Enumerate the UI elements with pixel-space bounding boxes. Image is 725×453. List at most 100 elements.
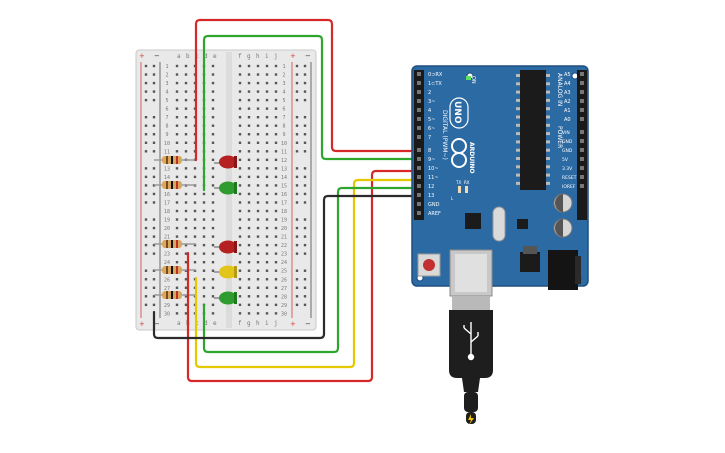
row-number-left: 1	[165, 64, 168, 70]
col-letter-b: b	[186, 53, 190, 60]
col-letter-h: h	[256, 53, 260, 60]
leds	[214, 155, 237, 305]
row-number-left: 11	[164, 149, 170, 155]
atmega-chip	[520, 70, 546, 190]
digital-header-label: DIGITAL (PWM~)	[441, 110, 448, 160]
power-pin-socket[interactable]	[580, 139, 584, 143]
analog-pin-label: A3	[564, 90, 571, 96]
led-yellow[interactable]	[214, 265, 237, 279]
digital-pin-socket[interactable]	[417, 157, 421, 161]
row-number-right: 26	[281, 277, 287, 283]
digital-pin-socket[interactable]	[417, 90, 421, 94]
col-letter-e-bottom: e	[213, 320, 217, 327]
analog-pin-socket[interactable]	[580, 90, 584, 94]
rail-minus-label-top-left: −	[154, 52, 160, 60]
digital-pin-socket[interactable]	[417, 72, 421, 76]
col-letter-e: e	[213, 53, 217, 60]
digital-pin-socket[interactable]	[417, 148, 421, 152]
digital-pin-socket[interactable]	[417, 202, 421, 206]
resistor-2[interactable]	[154, 181, 196, 189]
power-pin-socket[interactable]	[580, 130, 584, 134]
digital-pin-socket[interactable]	[417, 81, 421, 85]
led-red-top[interactable]	[214, 155, 237, 169]
analog-pin-socket[interactable]	[580, 117, 584, 121]
digital-pin-socket[interactable]	[417, 117, 421, 121]
digital-pin-label: 13	[428, 193, 434, 199]
breadboard-holes	[144, 64, 307, 315]
digital-pin-socket[interactable]	[417, 211, 421, 215]
digital-pin-socket[interactable]	[417, 135, 421, 139]
digital-pin-socket[interactable]	[417, 175, 421, 179]
digital-pin-socket[interactable]	[417, 99, 421, 103]
analog-power-header[interactable]	[577, 70, 587, 220]
digital-pin-label: 1⊂TX	[428, 81, 442, 87]
power-pin-socket[interactable]	[580, 148, 584, 152]
analog-pin-socket[interactable]	[580, 108, 584, 112]
row-number-right: 8	[282, 124, 285, 130]
arduino-infinity-logo: ARDUINO	[451, 138, 475, 173]
digital-pin-label: 11~	[428, 175, 439, 181]
digital-pin-label: AREF	[428, 211, 441, 217]
digital-header[interactable]	[414, 70, 424, 220]
wire-red-bottom[interactable]	[186, 169, 423, 383]
row-number-left: 14	[164, 175, 170, 181]
power-pin-socket[interactable]	[580, 166, 584, 170]
led-green-top[interactable]	[214, 181, 237, 195]
wire-green-top[interactable]	[202, 34, 423, 192]
analog-pin-label: A1	[564, 108, 571, 114]
wire-yellow[interactable]	[194, 178, 423, 369]
tx-label: TX	[455, 180, 461, 185]
row-number-right: 19	[281, 218, 287, 224]
on-indicator	[466, 76, 471, 80]
led-green-bottom[interactable]	[214, 291, 237, 305]
digital-pin-socket[interactable]	[417, 126, 421, 130]
digital-pin-socket[interactable]	[417, 193, 421, 197]
row-number-left: 20	[164, 226, 170, 232]
power-pin-socket[interactable]	[580, 157, 584, 161]
power-pin-label: GND	[562, 139, 573, 145]
power-header-label: POWER	[556, 126, 563, 148]
digital-pin-socket[interactable]	[417, 184, 421, 188]
analog-pin-socket[interactable]	[580, 72, 584, 76]
small-chip	[517, 219, 528, 229]
power-pin-socket[interactable]	[580, 175, 584, 179]
rail-plus-label-top-left: +	[139, 52, 145, 60]
analog-pin-socket[interactable]	[580, 99, 584, 103]
row-number-right: 6	[282, 107, 285, 113]
row-number-left: 27	[164, 286, 170, 292]
analog-pin-socket[interactable]	[580, 81, 584, 85]
row-number-right: 11	[281, 149, 287, 155]
usb-cable[interactable]	[449, 296, 493, 425]
row-number-right: 3	[282, 81, 285, 87]
row-number-left: 2	[165, 73, 168, 79]
usb-symbol-icon	[463, 322, 479, 361]
row-number-right: 23	[281, 252, 287, 258]
col-letter-a: a	[177, 53, 181, 60]
wire-green-bottom[interactable]	[202, 186, 423, 354]
led-red-bottom[interactable]	[214, 240, 237, 254]
col-letter-j: j	[274, 53, 278, 60]
rail-plus-label-bottom-right: +	[290, 320, 296, 328]
col-letter-i-bottom: i	[265, 320, 269, 327]
wire-red-top[interactable]	[194, 18, 423, 162]
reset-button[interactable]	[417, 253, 441, 277]
resistor-3[interactable]	[154, 240, 196, 248]
digital-pin-socket[interactable]	[417, 166, 421, 170]
resistor-1[interactable]	[154, 156, 196, 164]
power-pin-socket[interactable]	[580, 184, 584, 188]
dc-power-jack[interactable]	[548, 250, 578, 290]
digital-pin-label: 8	[428, 148, 431, 154]
arduino-brand-label: ARDUINO	[468, 142, 475, 173]
rail-minus-label-top-right: −	[305, 52, 311, 60]
row-number-left: 21	[164, 235, 170, 241]
col-letter-h-bottom: h	[256, 320, 260, 327]
analog-header-pins	[580, 72, 584, 188]
row-number-left: 9	[165, 132, 168, 138]
rail-plus-label-bottom-left: +	[139, 320, 145, 328]
wire-black-gnd[interactable]	[152, 194, 423, 340]
digital-pin-socket[interactable]	[417, 108, 421, 112]
